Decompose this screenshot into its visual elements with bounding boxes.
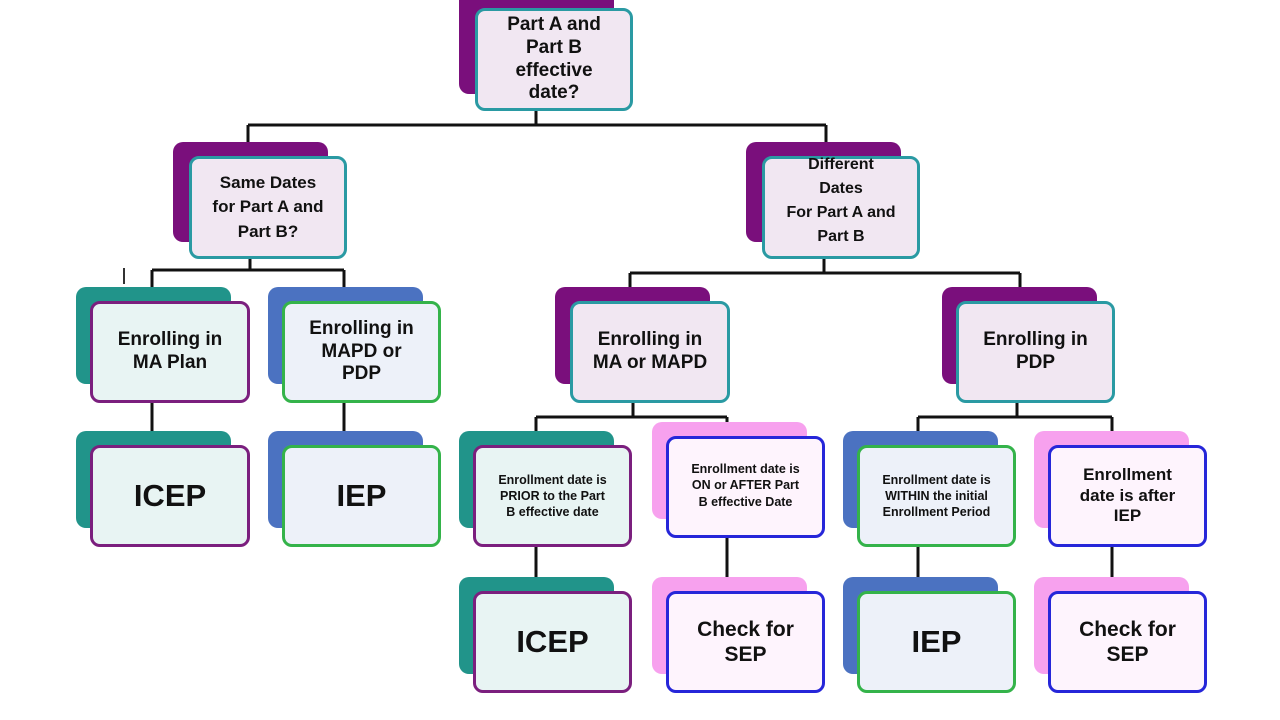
node-icep-left-label: ICEP	[133, 478, 207, 514]
node-iep-right: IEP	[843, 577, 1018, 694]
node-different-dates: Different Dates For Part A and Part B	[746, 142, 921, 260]
node-prior-part-b-label: Enrollment date is PRIOR to the Part B e…	[498, 472, 607, 520]
node-different-dates-label: Different Dates For Part A and Part B	[786, 156, 896, 245]
node-root-label: Part A and Part B effective date?	[507, 13, 601, 104]
node-after-iep-label: Enrollment date is after IEP	[1079, 465, 1176, 526]
node-root: Part A and Part B effective date?	[459, 0, 634, 112]
node-icep-right-label: ICEP	[516, 624, 589, 660]
node-check-sep-left: Check for SEP	[652, 577, 827, 694]
node-check-sep-left-label: Check for SEP	[697, 617, 794, 666]
node-enroll-ma-mapd: Enrolling in MA or MAPD	[555, 287, 732, 405]
node-on-after-part-b: Enrollment date is ON or AFTER Part B ef…	[652, 422, 827, 539]
node-check-sep-right-label: Check for SEP	[1079, 617, 1176, 666]
node-enroll-pdp: Enrolling in PDP	[942, 287, 1117, 405]
node-check-sep-right: Check for SEP	[1034, 577, 1209, 694]
node-same-dates: Same Dates for Part A and Part B?	[173, 142, 348, 260]
node-enroll-mapd-pdp: Enrolling in MAPD or PDP	[268, 287, 443, 404]
node-icep-left: ICEP	[76, 431, 252, 548]
node-after-iep: Enrollment date is after IEP	[1034, 431, 1209, 548]
connector-ma-mapd	[534, 403, 729, 433]
stray-tick-mark	[123, 268, 125, 284]
node-enroll-pdp-label: Enrolling in PDP	[983, 329, 1088, 373]
node-enroll-ma-plan: Enrolling in MA Plan	[76, 287, 252, 404]
node-on-after-part-b-label: Enrollment date is ON or AFTER Part B ef…	[691, 462, 800, 509]
connector-same-dates	[150, 258, 346, 288]
connector-root	[246, 110, 828, 143]
node-within-initial-label: Enrollment date is WITHIN the initial En…	[882, 472, 991, 520]
node-iep-right-label: IEP	[911, 624, 962, 660]
node-same-dates-label: Same Dates for Part A and Part B?	[212, 172, 324, 241]
node-enroll-mapd-pdp-label: Enrolling in MAPD or PDP	[309, 317, 414, 385]
node-enroll-ma-plan-label: Enrolling in MA Plan	[117, 329, 223, 373]
connector-pdp	[916, 403, 1114, 433]
node-icep-right: ICEP	[459, 577, 634, 694]
node-within-initial: Enrollment date is WITHIN the initial En…	[843, 431, 1018, 548]
node-iep-left-label: IEP	[336, 478, 387, 514]
node-enroll-ma-mapd-label: Enrolling in MA or MAPD	[592, 329, 708, 373]
node-prior-part-b: Enrollment date is PRIOR to the Part B e…	[459, 431, 634, 548]
connector-different-dates	[628, 258, 1022, 288]
node-iep-left: IEP	[268, 431, 443, 548]
